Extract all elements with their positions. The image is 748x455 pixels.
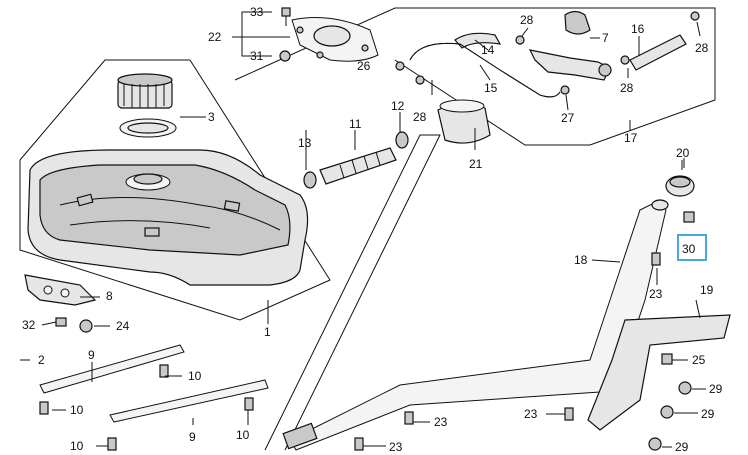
label-16: 16 (631, 22, 645, 36)
nut-24-part[interactable] (79, 319, 93, 333)
fuel-pump-ring-part[interactable] (117, 73, 206, 138)
bracket-lines-22 (232, 11, 290, 57)
label-23-a: 23 (649, 287, 663, 301)
label-10-d: 10 (70, 439, 84, 453)
clamp-7-part[interactable] (564, 10, 591, 35)
hose-11-part[interactable] (319, 147, 397, 185)
label-13: 13 (298, 136, 312, 150)
guard-21-part[interactable] (437, 99, 491, 144)
label-25: 25 (692, 353, 706, 367)
filler-neck-18-part[interactable] (282, 199, 669, 451)
label-29-b: 29 (701, 407, 715, 421)
label-12: 12 (391, 99, 405, 113)
frame-lines (19, 7, 716, 451)
label-31: 31 (250, 49, 264, 63)
label-28-c: 28 (620, 81, 634, 95)
label-11: 11 (349, 117, 362, 131)
label-2: 2 (38, 353, 45, 367)
label-28-a: 28 (520, 13, 534, 27)
label-7: 7 (602, 31, 609, 45)
label-23-b: 23 (434, 415, 448, 429)
bolt-23-parts[interactable] (354, 252, 661, 451)
clamp-13-part[interactable] (303, 171, 317, 189)
clip-26-part[interactable] (395, 61, 405, 71)
label-9-a: 9 (88, 348, 95, 362)
hose-16-part[interactable] (629, 34, 687, 71)
clip-28-parts[interactable] (415, 11, 700, 95)
splash-shield-19-part[interactable] (587, 314, 731, 431)
label-10-b: 10 (70, 403, 84, 417)
bolt-33-part[interactable] (281, 7, 291, 26)
part-30-fitting[interactable] (683, 211, 695, 223)
fuel-cap-20-part[interactable] (665, 160, 695, 197)
highlight-box-30 (677, 234, 707, 261)
clamp-12-part[interactable] (395, 131, 409, 149)
label-28-d: 28 (413, 110, 427, 124)
label-3: 3 (208, 110, 215, 124)
bolt-10-parts[interactable] (39, 364, 254, 451)
label-26: 26 (357, 59, 371, 73)
label-32: 32 (22, 318, 36, 332)
label-23-c: 23 (524, 407, 538, 421)
label-28-b: 28 (695, 41, 709, 55)
fuel-pipe-15-part[interactable] (409, 42, 561, 98)
bracket-8-part[interactable] (24, 274, 97, 306)
label-14: 14 (481, 43, 495, 57)
label-17: 17 (624, 131, 638, 145)
label-29-a: 29 (709, 382, 723, 396)
label-33: 33 (250, 5, 264, 19)
label-24: 24 (116, 319, 130, 333)
clip-29-parts[interactable] (648, 381, 692, 451)
label-15: 15 (484, 81, 498, 95)
label-21: 21 (469, 157, 483, 171)
clip-25-part[interactable] (661, 353, 673, 365)
label-23-d: 23 (389, 440, 403, 454)
label-10-a: 10 (188, 369, 202, 383)
nut-31-part[interactable] (279, 50, 291, 62)
label-20: 20 (676, 146, 690, 160)
label-22: 22 (208, 30, 222, 44)
label-9-b: 9 (189, 430, 196, 444)
fuel-tank-part[interactable] (27, 149, 309, 286)
label-30: 30 (682, 242, 696, 256)
label-1: 1 (264, 325, 271, 339)
label-27: 27 (561, 111, 575, 125)
label-19: 19 (700, 283, 714, 297)
vapor-hose-14-part[interactable] (454, 32, 502, 49)
strap-9-upper-part[interactable] (39, 344, 185, 394)
strap-9-lower-part[interactable] (109, 379, 269, 423)
leader-lines (20, 21, 706, 448)
part-labels: 33 22 31 3 26 14 15 28 7 16 28 28 27 28 … (22, 5, 723, 454)
label-29-c: 29 (675, 440, 689, 454)
label-8: 8 (106, 289, 113, 303)
label-10-c: 10 (236, 428, 250, 442)
canister-pipe-part[interactable] (528, 49, 612, 81)
access-cover-part[interactable] (291, 17, 379, 62)
bolt-32-part[interactable] (55, 317, 67, 327)
label-18: 18 (574, 253, 588, 267)
